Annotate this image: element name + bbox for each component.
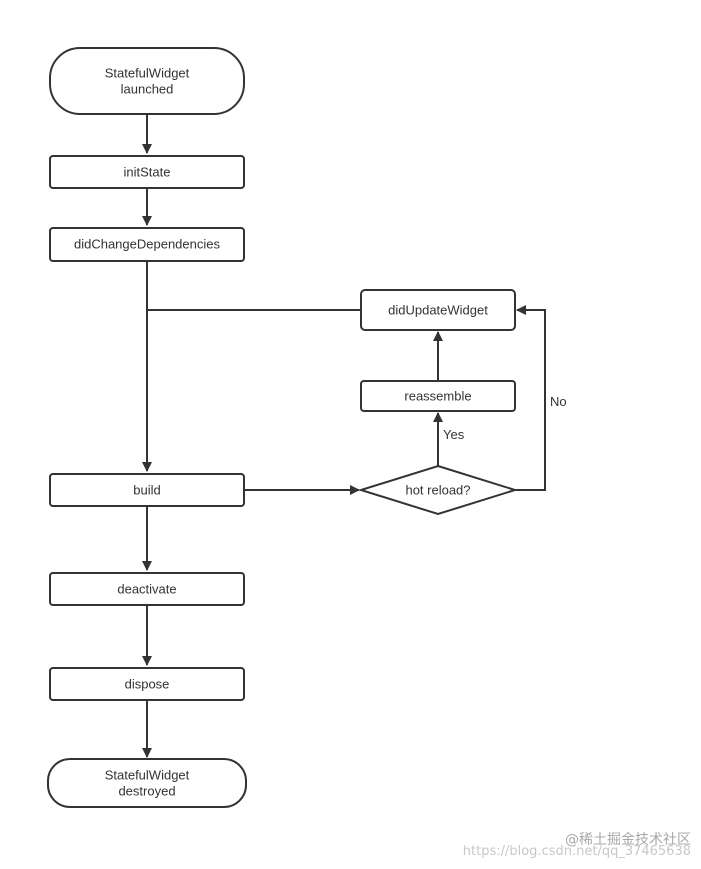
- watermark-site: @稀土掘金技术社区: [565, 832, 691, 848]
- node-label-line: didChangeDependencies: [74, 237, 221, 252]
- edge-label-yes: Yes: [443, 427, 465, 442]
- node-did-update-widget: didUpdateWidget: [360, 289, 516, 331]
- node-label-line: build: [133, 483, 160, 498]
- node-label-line: StatefulWidget: [105, 768, 190, 783]
- node-label-line: destroyed: [118, 784, 175, 799]
- node-label-line: launched: [121, 82, 174, 97]
- node-label-line: deactivate: [117, 582, 176, 597]
- node-label-line: StatefulWidget: [105, 66, 190, 81]
- node-dispose: dispose: [49, 667, 245, 701]
- edge-hotreload-no-to-didupdatewidget: [515, 305, 546, 491]
- node-label-line: reassemble: [404, 389, 471, 404]
- node-label-line: didUpdateWidget: [388, 303, 488, 318]
- node-hot-reload-decision: hot reload?: [357, 464, 519, 516]
- node-init-state: initState: [49, 155, 245, 189]
- node-did-change-dependencies: didChangeDependencies: [49, 227, 245, 262]
- node-label-line: hot reload?: [405, 483, 470, 498]
- node-label-line: initState: [124, 165, 171, 180]
- node-deactivate: deactivate: [49, 572, 245, 606]
- edge-label-no: No: [550, 394, 567, 409]
- node-build: build: [49, 473, 245, 507]
- node-label-line: dispose: [125, 677, 170, 692]
- watermark-url: https://blog.csdn.net/qq_37465638: [462, 844, 691, 859]
- node-reassemble: reassemble: [360, 380, 516, 412]
